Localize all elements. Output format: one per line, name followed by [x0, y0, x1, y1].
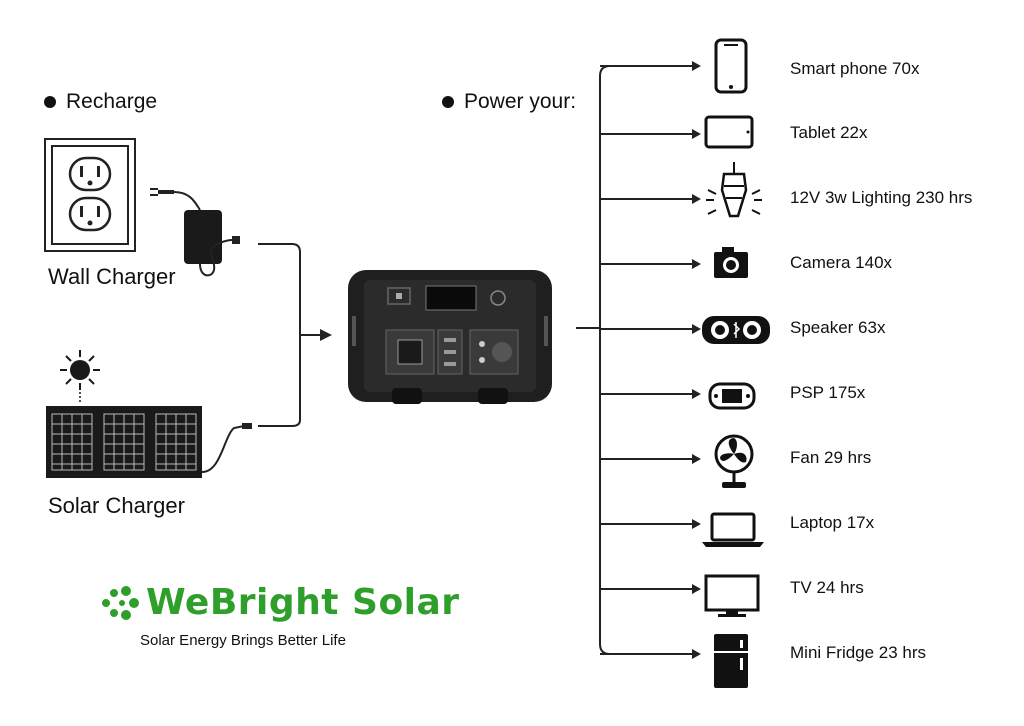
bullet-icon — [44, 96, 56, 108]
arrow-icon — [692, 259, 701, 269]
arrow-icon — [692, 194, 701, 204]
wall-outlet-icon — [44, 138, 136, 252]
speaker-icon — [702, 316, 770, 344]
sun-icon — [60, 350, 100, 404]
brand-dots-icon — [102, 585, 139, 620]
solar-panel-icon — [46, 406, 252, 478]
device-label: Fan 29 hrs — [790, 448, 872, 467]
device-label: PSP 175x — [790, 383, 866, 402]
device-icons — [702, 38, 770, 688]
arrow-icon — [692, 649, 701, 659]
fan-icon — [714, 434, 754, 488]
device-label: Smart phone 70x — [790, 59, 920, 78]
camera-icon — [714, 247, 748, 278]
brand-tagline: Solar Energy Brings Better Life — [140, 632, 346, 649]
device-label: Mini Fridge 23 hrs — [790, 643, 927, 662]
arrow-icon — [692, 584, 701, 594]
smartphone-icon — [714, 38, 748, 94]
arrow-icon — [692, 389, 701, 399]
wall-charger-label: Wall Charger — [48, 264, 176, 289]
arrow-icon — [692, 519, 701, 529]
tv-icon — [704, 574, 760, 617]
power-heading-text: Power your: — [464, 90, 577, 113]
power-station-icon — [348, 270, 552, 404]
bullet-icon — [442, 96, 454, 108]
arrow-icon — [692, 324, 701, 334]
output-connector-lines — [576, 61, 701, 659]
psp-icon — [708, 382, 756, 410]
tablet-icon — [704, 115, 754, 149]
laptop-icon — [702, 512, 764, 547]
arrow-icon — [692, 61, 701, 71]
input-connector-lines — [258, 243, 332, 427]
power-heading: Power your: — [442, 90, 576, 114]
lamp-icon — [706, 162, 762, 218]
arrow-icon — [692, 454, 701, 464]
brand-name: WeBright Solar — [146, 582, 460, 623]
device-label: Camera 140x — [790, 253, 893, 272]
recharge-heading: Recharge — [44, 90, 157, 114]
device-label: Speaker 63x — [790, 318, 886, 337]
arrow-icon — [692, 129, 701, 139]
device-label: Laptop 17x — [790, 513, 875, 532]
device-label: 12V 3w Lighting 230 hrs — [790, 188, 973, 207]
solar-charger-label: Solar Charger — [48, 493, 185, 518]
ac-adapter-icon — [150, 188, 240, 277]
brand-logo: WeBright Solar — [98, 582, 460, 623]
fridge-icon — [714, 634, 748, 688]
device-label: TV 24 hrs — [790, 578, 864, 597]
recharge-heading-text: Recharge — [66, 90, 158, 113]
device-label: Tablet 22x — [790, 123, 868, 142]
